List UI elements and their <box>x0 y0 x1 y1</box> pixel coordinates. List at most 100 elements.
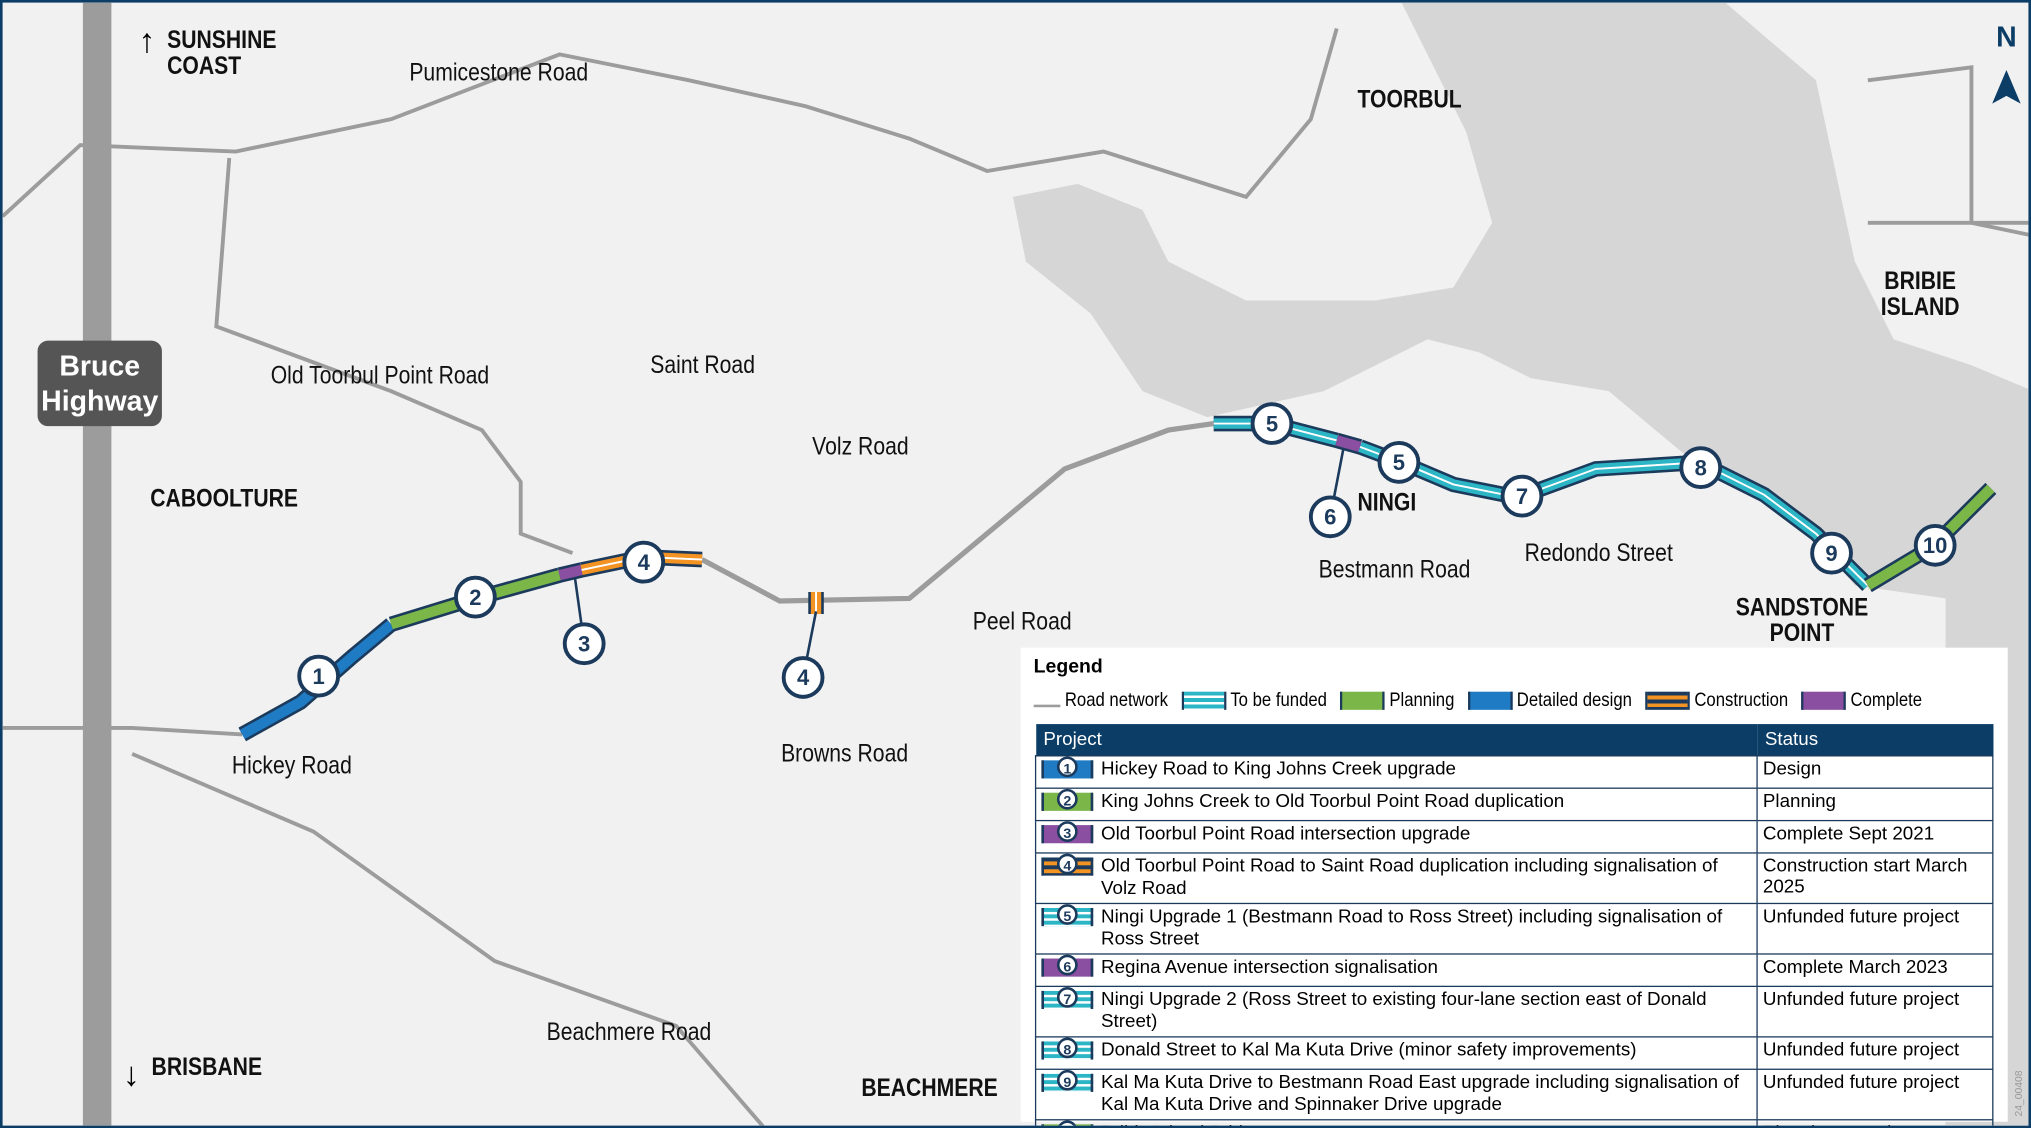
project-marker-label: 3 <box>578 632 590 657</box>
project-marker-label: 5 <box>1266 411 1278 436</box>
table-row: 3 Old Toorbul Point Road intersection upg… <box>1034 819 1994 854</box>
road-pumicestone: Pumicestone Road <box>409 59 589 87</box>
status-cell: Construction start March 2025 <box>1756 852 1994 905</box>
table-row: 9 Kal Ma Kuta Drive to Bestmann Road East… <box>1034 1068 1994 1121</box>
project-status-swatch: 3 <box>1041 821 1094 844</box>
project-marker-5 <box>1377 441 1421 484</box>
header-status: Status <box>1757 724 1993 756</box>
project-marker-6 <box>1308 495 1352 539</box>
project-table: Project Status 1 Hickey Road to King John… <box>1034 724 1994 1126</box>
status-cell: Unfunded future project <box>1756 902 1994 955</box>
table-row: 7 Ningi Upgrade 2 (Ross Street to existin… <box>1034 985 1994 1038</box>
project-name: Donald Street to Kal Ma Kuta Drive (mino… <box>1101 1040 1637 1061</box>
road-saint: Saint Road <box>650 352 755 380</box>
project-cell: 1 Hickey Road to King Johns Creek upgrade <box>1034 755 1758 789</box>
table-row: 8 Donald Street to Kal Ma Kuta Drive (min… <box>1034 1036 1994 1070</box>
project-cell: 9 Kal Ma Kuta Drive to Bestmann Road East… <box>1034 1068 1758 1121</box>
project-status-swatch: 5 <box>1041 904 1094 927</box>
legend-title: Legend <box>1033 655 1103 678</box>
place-beachmere: BEACHMERE <box>861 1075 998 1103</box>
project-marker-label: 8 <box>1695 455 1707 480</box>
project-status-swatch: 1 <box>1041 756 1094 779</box>
arrow-up-icon: ↑ <box>138 20 156 60</box>
legend-key-construction: Construction <box>1694 689 1789 712</box>
project-cell: 5 Ningi Upgrade 1 (Bestmann Road to Ross … <box>1034 902 1758 955</box>
project-name: Ningi Upgrade 2 (Ross Street to existing… <box>1101 989 1707 1033</box>
document-code: 24_00408 <box>2012 1070 2025 1117</box>
status-cell: Complete Sept 2021 <box>1756 819 1994 854</box>
route-segment-complete <box>558 564 583 581</box>
road-old-toorbul-point: Old Toorbul Point Road <box>270 362 490 390</box>
project-cell: 3 Old Toorbul Point Road intersection upg… <box>1034 819 1758 854</box>
place-ningi: NINGI <box>1357 489 1417 517</box>
project-number: 8 <box>1056 1037 1078 1059</box>
status-cell: Design <box>1756 755 1994 789</box>
project-status-swatch: 10 <box>1041 1120 1094 1126</box>
project-number: 3 <box>1056 821 1078 843</box>
project-marker-3 <box>562 622 606 666</box>
main-road <box>700 420 1215 604</box>
bruce-highway-road <box>82 2 112 1126</box>
place-sandstone-point: SANDSTONE POINT <box>1735 594 1869 648</box>
project-name: Old Toorbul Point Road to Saint Road dup… <box>1101 856 1718 899</box>
project-cell: 10Bribie Island Bridge <box>1034 1119 1758 1126</box>
road-peel: Peel Road <box>972 608 1072 636</box>
project-name: Kal Ma Kuta Drive to Bestmann Road East … <box>1101 1072 1739 1116</box>
road-hickey: Hickey Road <box>231 752 352 780</box>
project-marker-8 <box>1679 446 1723 489</box>
project-status-swatch: 4 <box>1041 853 1094 876</box>
table-row: 5 Ningi Upgrade 1 (Bestmann Road to Ross … <box>1034 902 1994 955</box>
place-caboolture: CABOOLTURE <box>150 485 299 513</box>
header-project: Project <box>1035 724 1758 756</box>
legend-key-planning: Planning <box>1389 689 1455 712</box>
road-browns: Browns Road <box>781 740 909 769</box>
compass-arrow <box>1992 69 2021 104</box>
highway-label: Bruce Highway <box>37 340 162 427</box>
status-cell: Planning complete <box>1756 1119 1994 1126</box>
to-be-funded-swatch <box>1181 691 1226 710</box>
legend-key-to-be-funded: To be funded <box>1230 689 1327 712</box>
project-marker-10 <box>1913 523 1957 567</box>
legend-key-detailed-design: Detailed design <box>1516 689 1632 712</box>
project-marker-label: 6 <box>1324 505 1336 530</box>
project-cell: 7 Ningi Upgrade 2 (Ross Street to existin… <box>1034 985 1758 1038</box>
project-marker-label: 2 <box>469 585 481 610</box>
legend-keys: Road network To be funded Planning Detai… <box>1033 689 1931 712</box>
detailed-design-swatch <box>1467 691 1513 710</box>
project-number: 5 <box>1056 904 1078 926</box>
project-number: 6 <box>1056 954 1078 976</box>
project-name: Old Toorbul Point Road intersection upgr… <box>1101 823 1471 845</box>
project-name: Ningi Upgrade 1 (Bestmann Road to Ross S… <box>1101 906 1723 950</box>
construction-swatch <box>1645 691 1690 710</box>
status-cell: Unfunded future project <box>1756 1036 1994 1070</box>
status-cell: Unfunded future project <box>1756 1068 1994 1121</box>
direction-brisbane: BRISBANE <box>151 1054 263 1082</box>
road-redondo: Redondo Street <box>1524 540 1673 568</box>
water <box>1012 2 2029 1126</box>
project-marker-4 <box>622 540 666 584</box>
place-toorbul: TOORBUL <box>1357 86 1462 114</box>
project-cell: 8 Donald Street to Kal Ma Kuta Drive (min… <box>1034 1036 1758 1070</box>
project-marker-2 <box>454 575 497 619</box>
project-number: 10 <box>1056 1120 1078 1126</box>
status-cell: Planning <box>1756 787 1994 822</box>
road-beachmere: Beachmere Road <box>546 1019 712 1047</box>
project-status-swatch: 2 <box>1041 789 1094 812</box>
project-number: 7 <box>1056 987 1078 1008</box>
project-marker-7 <box>1500 474 1544 518</box>
project-marker-label: 10 <box>1923 533 1948 558</box>
project-number: 9 <box>1056 1070 1078 1091</box>
project-name: Hickey Road to King Johns Creek upgrade <box>1101 759 1456 780</box>
project-status-swatch: 6 <box>1041 954 1094 977</box>
road-network-swatch <box>1033 703 1061 707</box>
project-name: Bribie Island Bridge <box>1101 1123 1742 1126</box>
status-cell: Unfunded future project <box>1756 985 1994 1038</box>
legend-key-complete: Complete <box>1850 689 1923 712</box>
project-marker-1 <box>297 654 341 698</box>
route-segment-complete <box>1335 435 1362 452</box>
